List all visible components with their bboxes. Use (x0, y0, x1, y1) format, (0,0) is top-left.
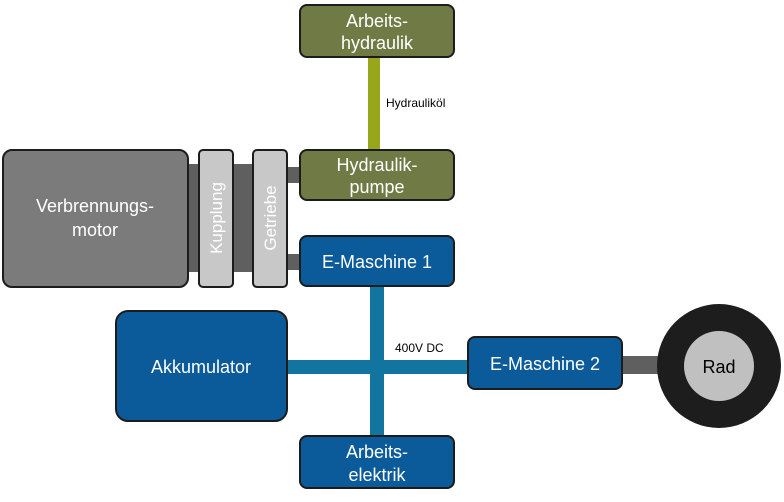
verbrennungsmotor-box: Verbrennungs- motor (2, 149, 189, 288)
emaschine2-box: E-Maschine 2 (467, 336, 623, 390)
arbeitshydraulik-label-line2: hydraulik (341, 33, 414, 53)
verbrennungsmotor-label-line1: Verbrennungs- (36, 196, 154, 216)
arbeitselektrik-box: Arbeits- elektrik (299, 435, 455, 489)
kupplung-label: Kupplung (207, 182, 226, 254)
hydraulic-oil-line (368, 57, 380, 150)
hydraulic-oil-label: Hydrauliköl (386, 96, 445, 110)
verbrennungsmotor-label-line2: motor (72, 220, 118, 240)
kupplung-box: Kupplung (198, 149, 234, 288)
arbeitselektrik-label-line2: elektrik (348, 465, 406, 485)
rad-label: Rad (702, 357, 735, 377)
akkumulator-label: Akkumulator (151, 357, 251, 377)
arbeitselektrik-label-line1: Arbeits- (346, 442, 408, 462)
emaschine1-box: E-Maschine 1 (299, 235, 455, 287)
shaft-gearbox-emachine1 (286, 254, 302, 270)
shaft-emachine2-wheel (622, 356, 664, 374)
wheel-hub (684, 331, 754, 401)
akkumulator-box: Akkumulator (115, 310, 288, 422)
emaschine1-label: E-Maschine 1 (322, 252, 432, 272)
hydraulikpumpe-label-line1: Hydraulik- (336, 155, 417, 175)
emaschine2-label: E-Maschine 2 (490, 354, 600, 374)
shaft-gearbox-pump (286, 167, 302, 183)
hydraulikpumpe-box: Hydraulik- pumpe (299, 149, 455, 201)
connections (186, 57, 664, 438)
dc-bus-label: 400V DC (395, 341, 444, 355)
getriebe-label: Getriebe (261, 185, 280, 250)
arbeitshydraulik-label-line1: Arbeits- (346, 11, 408, 31)
shaft-engine-clutch (186, 164, 200, 272)
dc-bus-horizontal (286, 360, 470, 374)
arbeitshydraulik-box: Arbeits- hydraulik (299, 4, 455, 58)
rad-wheel: Rad (657, 304, 781, 428)
shaft-clutch-gearbox (232, 164, 254, 272)
getriebe-box: Getriebe (252, 149, 288, 288)
hydraulikpumpe-label-line2: pumpe (349, 177, 404, 197)
